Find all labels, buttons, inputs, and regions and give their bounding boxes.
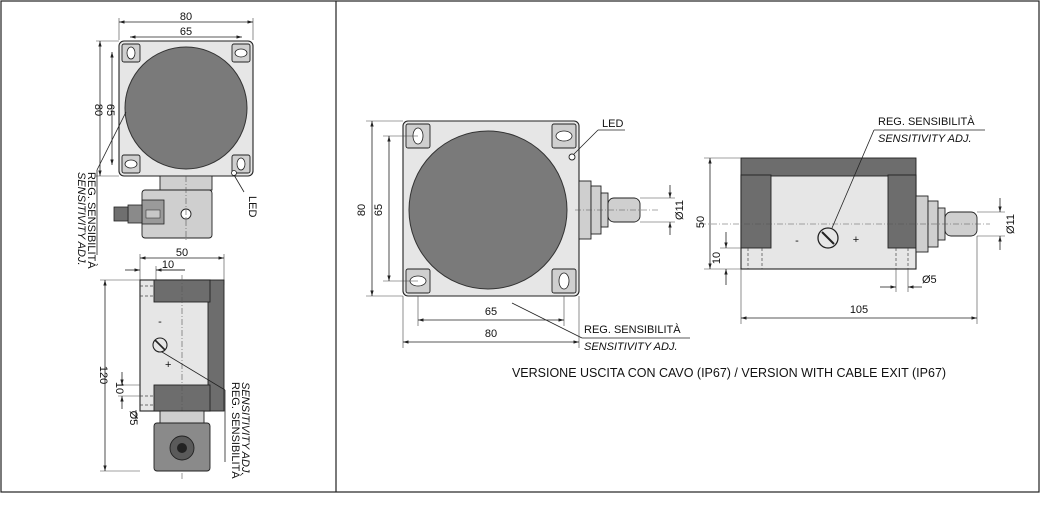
left-top-led-indicator: [231, 170, 237, 176]
left-top-sensing-face: [124, 46, 248, 170]
right-side-view: - + REG. SENSIBILITÀ SENSITIVITY ADJ. 50…: [695, 115, 1017, 324]
right-front-sens-label-it: REG. SENSIBILITÀ: [584, 323, 681, 336]
right-side-face-plate: [740, 157, 917, 177]
right-side-dim-105: 105: [850, 304, 868, 316]
right-side-sens-label-it: REG. SENSIBILITÀ: [878, 115, 975, 128]
left-side-dim-10-top: 10: [162, 259, 174, 271]
right-front-sensing-face: [408, 130, 568, 290]
left-top-sens-label-it: REG. SENSIBILITÀ: [85, 172, 98, 269]
left-top-led-label: LED: [246, 196, 258, 217]
right-side-dim-gland: Ø11: [1005, 214, 1017, 234]
left-top-connector: [113, 175, 213, 240]
left-side-dim-50: 50: [176, 247, 188, 259]
right-side-left-bar: [740, 174, 772, 249]
right-panel-caption: VERSIONE USCITA CON CAVO (IP67) / VERSIO…: [512, 366, 946, 380]
left-top-dim-80-width: 80: [180, 11, 192, 23]
left-top-dim-65-width: 65: [180, 26, 192, 38]
right-side-plus: +: [853, 234, 859, 246]
right-side-right-bar: [887, 174, 917, 249]
right-side-sens-label-en: SENSITIVITY ADJ.: [878, 133, 972, 145]
right-front-cable-gland: [575, 180, 660, 240]
left-top-dim-80-height: 80: [92, 104, 104, 116]
left-side-cable-gland: [153, 410, 211, 472]
right-front-dim-80-height: 80: [356, 204, 368, 216]
right-front-led-indicator: [568, 153, 576, 161]
left-side-plus: +: [165, 359, 171, 371]
left-top-corner-slots: [121, 43, 251, 174]
right-front-sens-label-en: SENSITIVITY ADJ.: [584, 341, 678, 353]
right-front-led-label: LED: [602, 118, 623, 130]
right-side-dim-10: 10: [711, 252, 723, 264]
right-front-dim-gland: Ø11: [674, 200, 686, 220]
left-side-minus: -: [158, 316, 162, 328]
left-side-adjust-screw-icon: [152, 337, 168, 353]
left-side-face-plate: [207, 279, 225, 412]
left-side-sens-label-it: REG. SENSIBILITÀ: [229, 382, 242, 479]
right-front-dim-65-width: 65: [485, 306, 497, 318]
right-side-dim-50: 50: [695, 216, 707, 228]
left-side-view: 50 10 - + 120: [97, 247, 251, 480]
right-front-dim-65-height: 65: [373, 204, 385, 216]
right-side-adjust-screw-icon: [817, 227, 839, 249]
right-side-minus: -: [795, 235, 799, 247]
frame-border: [0, 0, 1040, 493]
left-side-sens-label-en: SENSITIVITY ADJ.: [239, 382, 251, 476]
right-side-cable-gland: [700, 195, 990, 253]
left-side-dim-hole: Ø5: [127, 411, 139, 426]
right-front-dim-80-width: 80: [485, 328, 497, 340]
left-top-dim-65-height: 65: [104, 104, 116, 116]
right-side-dim-hole: Ø5: [922, 274, 937, 286]
left-side-dim-10: 10: [113, 382, 125, 394]
left-top-view: 80 65 80 65 REG. SENSIBILITÀ SENSITIVITY: [75, 11, 258, 269]
right-front-view: Ø11 80 65 65 80 LED REG. SENSIBILITÀ SEN…: [356, 118, 690, 353]
left-top-sens-label-en: SENSITIVITY ADJ.: [75, 172, 87, 266]
left-side-dim-120: 120: [97, 366, 109, 384]
